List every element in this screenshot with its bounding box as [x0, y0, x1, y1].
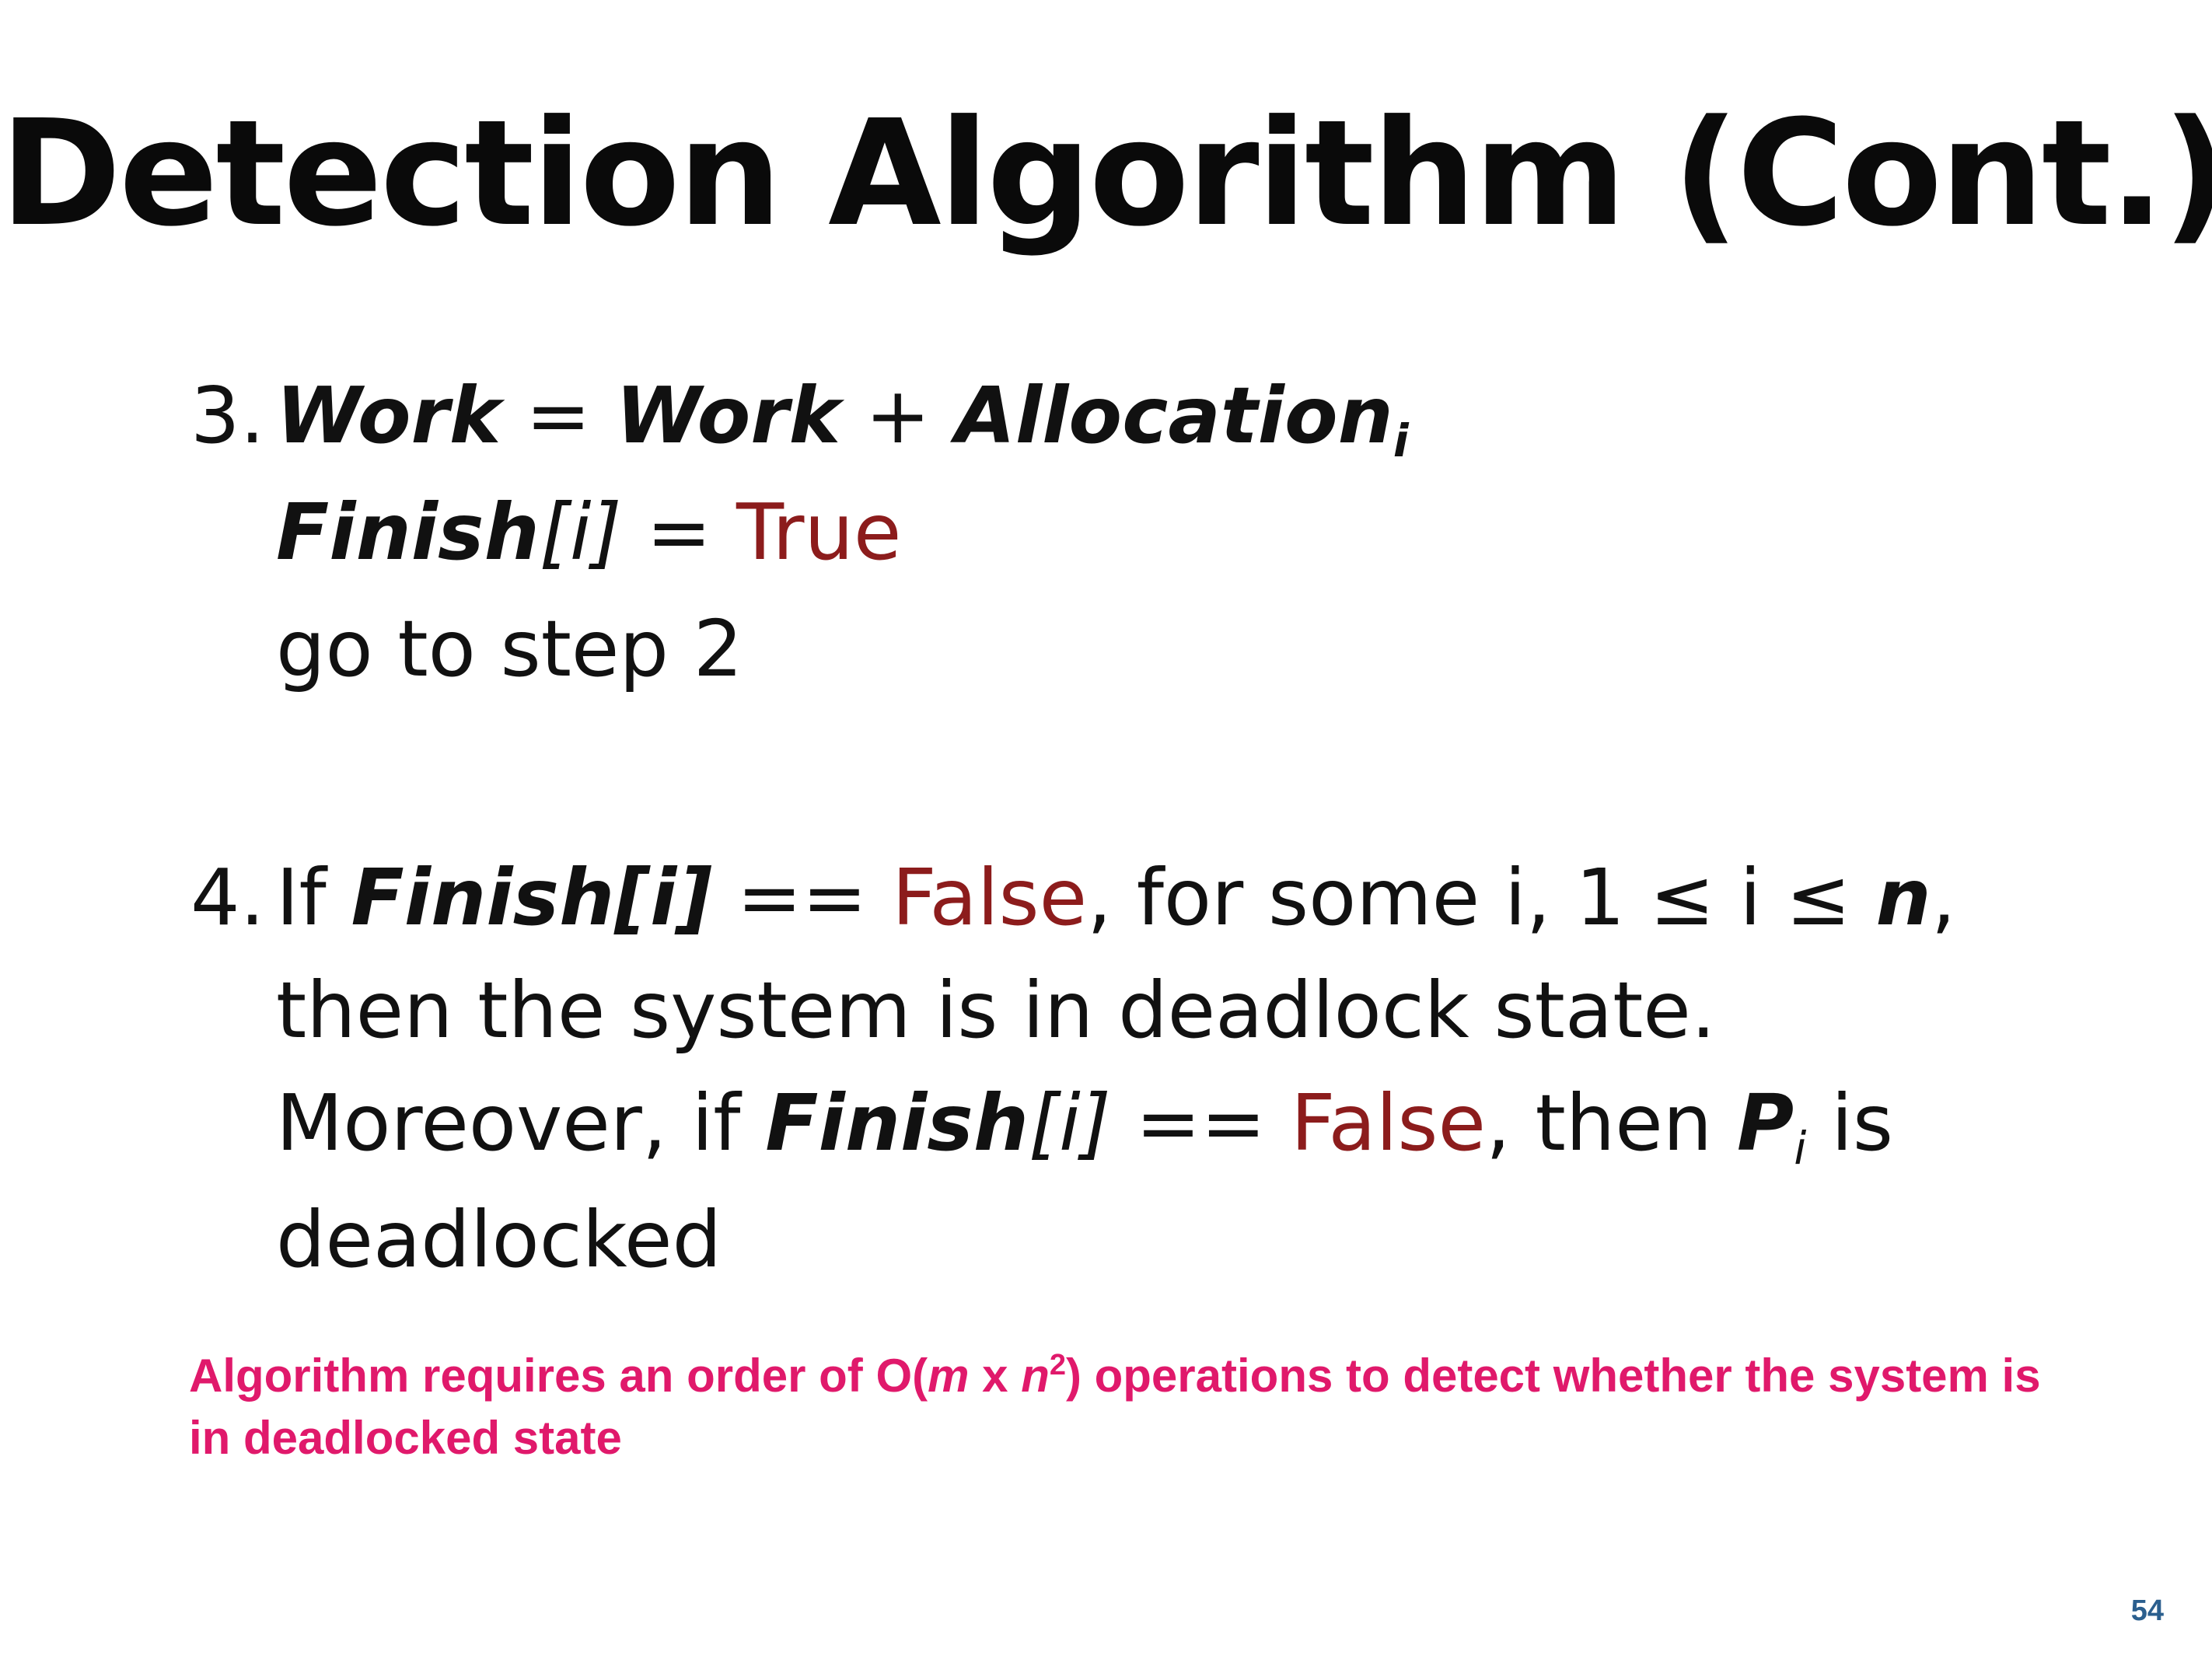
finish-term: Finish[i] — [351, 852, 712, 943]
page-number: 54 — [2130, 1594, 2164, 1627]
slide-title: Detection Algorithm (Cont.) — [0, 89, 2212, 259]
step-4-line-3: Moreover, if Finish[i] == False, then Pi… — [276, 1084, 1893, 1172]
double-equals: == — [1110, 1077, 1291, 1168]
comma: , — [1931, 852, 1956, 943]
allocation-subscript: i — [1393, 414, 1409, 467]
note-text-1: Algorithm requires an order of O( — [189, 1350, 928, 1402]
false-value: False — [892, 852, 1088, 943]
step-3-line-2: Finish[i] = True — [276, 494, 901, 571]
true-value: True — [736, 487, 902, 578]
finish-term: Finish — [765, 1077, 1029, 1168]
note-m: m — [928, 1350, 970, 1402]
step-4-line-1: If Finish[i] == False, for some i, 1 ≤ i… — [276, 859, 1955, 937]
work-term-2: Work — [615, 370, 841, 461]
equals-sign: = — [501, 370, 616, 461]
note-x: x — [969, 1350, 1022, 1402]
finish-term: Finish — [276, 487, 540, 578]
p-subscript: i — [1794, 1122, 1807, 1175]
n-term: n — [1875, 852, 1931, 943]
finish-index: [i] — [1029, 1077, 1111, 1168]
double-equals: == — [711, 852, 893, 943]
moreover-text: Moreover, if — [276, 1077, 766, 1168]
finish-index: [i] — [539, 487, 622, 578]
note-text-2: ) operations to detect whether the syste… — [189, 1350, 2041, 1464]
is-text: is — [1806, 1077, 1893, 1168]
condition-text: , for some i, 1 ≤ i ≤ — [1087, 852, 1876, 943]
equals-sign: = — [621, 487, 736, 578]
step-4-number: 4. — [190, 852, 265, 943]
step-3-line-1: Work = Work + Allocationi — [276, 377, 1409, 464]
note-exponent: 2 — [1049, 1349, 1066, 1381]
then-text: , then — [1486, 1077, 1737, 1168]
plus-sign: + — [840, 370, 956, 461]
step-4-line-4: deadlocked — [276, 1194, 722, 1285]
allocation-term: Allocation — [955, 370, 1393, 461]
if-word: If — [276, 852, 351, 943]
note-n: n — [1021, 1350, 1050, 1402]
step-3-line-3: go to step 2 — [276, 603, 743, 694]
step-3-number: 3. — [190, 370, 265, 461]
false-value: False — [1291, 1077, 1487, 1168]
step-4-line-2: then the system is in deadlock state. — [276, 965, 1716, 1056]
work-term: Work — [276, 370, 501, 461]
p-term: P — [1736, 1077, 1794, 1168]
complexity-note: Algorithm requires an order of O(m x n2)… — [189, 1345, 2055, 1469]
